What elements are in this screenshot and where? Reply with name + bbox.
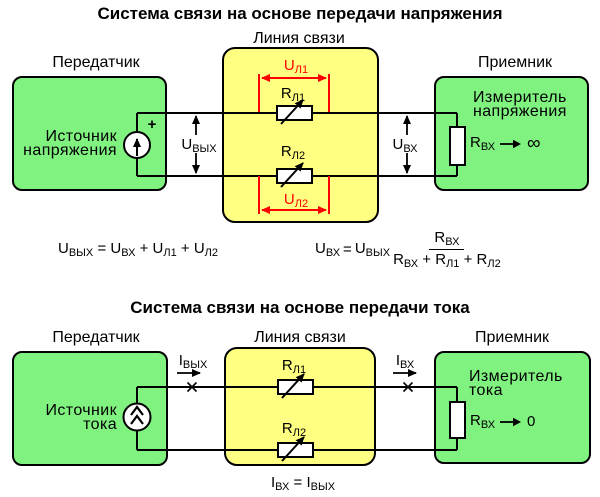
top-receiver-label: Приемник xyxy=(477,54,553,71)
i-out-label: IВЫХ xyxy=(178,352,208,371)
top-comm-line-box xyxy=(222,47,379,223)
bottom-receiver-box xyxy=(434,351,591,464)
top-transmitter-box xyxy=(12,76,167,191)
bottom-comm-line-box xyxy=(224,347,376,466)
u-l1-label: UЛ1 xyxy=(283,57,309,76)
top-transmitter-label: Передатчик xyxy=(52,54,140,71)
bottom-r-in-label: RВХ 0 xyxy=(470,412,536,431)
bottom-resistor-rl1 xyxy=(277,373,314,399)
bottom-input-resistor xyxy=(449,401,466,439)
voltage-divider-formula: UВХ = UВЫХ RВХ RВХ + RЛ1 + RЛ2 xyxy=(315,229,501,270)
voltage-formula: UВЫХ = UВХ + UЛ1 + UЛ2 xyxy=(58,240,219,259)
u-l2-label: UЛ2 xyxy=(283,191,309,210)
u-in-label: UВХ xyxy=(392,136,418,155)
current-formula: IВХ = IВЫХ xyxy=(270,474,336,493)
top-receiver-box xyxy=(434,76,589,191)
bottom-r-l2-label: RЛ2 xyxy=(281,420,307,439)
top-r-l2-label: RЛ2 xyxy=(280,143,306,162)
top-resistor-rl2 xyxy=(276,162,313,188)
bottom-r-l1-label: RЛ1 xyxy=(281,357,307,376)
u-out-label: UВЫХ xyxy=(181,136,217,155)
top-resistor-rl1 xyxy=(276,99,313,125)
current-source-symbol xyxy=(122,402,152,432)
formula-fraction: RВХ RВХ + RЛ1 + RЛ2 xyxy=(393,229,501,270)
voltage-source-symbol xyxy=(123,131,151,159)
u-l2-dimension xyxy=(258,176,330,214)
tends-to-arrow-icon xyxy=(500,417,522,426)
bottom-title: Система связи на основе передачи тока xyxy=(130,298,470,317)
bottom-transmitter-label: Передатчик xyxy=(52,329,140,346)
top-title: Система связи на основе передачи напряже… xyxy=(97,4,503,23)
i-in-label: IВХ xyxy=(395,352,415,371)
bottom-transmitter-box xyxy=(12,351,168,466)
top-comm-line-label: Линия связи xyxy=(253,30,345,47)
tends-to-arrow-icon xyxy=(500,139,522,148)
bottom-receiver-label: Приемник xyxy=(474,329,550,346)
plus-sign: + xyxy=(147,116,157,133)
wire-cross-in-icon xyxy=(402,381,414,393)
top-r-in-label: RВХ ∞ xyxy=(470,132,541,154)
bottom-comm-line-label: Линия связи xyxy=(254,329,346,346)
wire-cross-out-icon xyxy=(186,381,198,393)
bottom-resistor-rl2 xyxy=(277,436,314,462)
top-r-l1-label: RЛ1 xyxy=(280,85,306,104)
u-l1-dimension xyxy=(258,74,330,112)
top-input-resistor xyxy=(449,126,466,166)
